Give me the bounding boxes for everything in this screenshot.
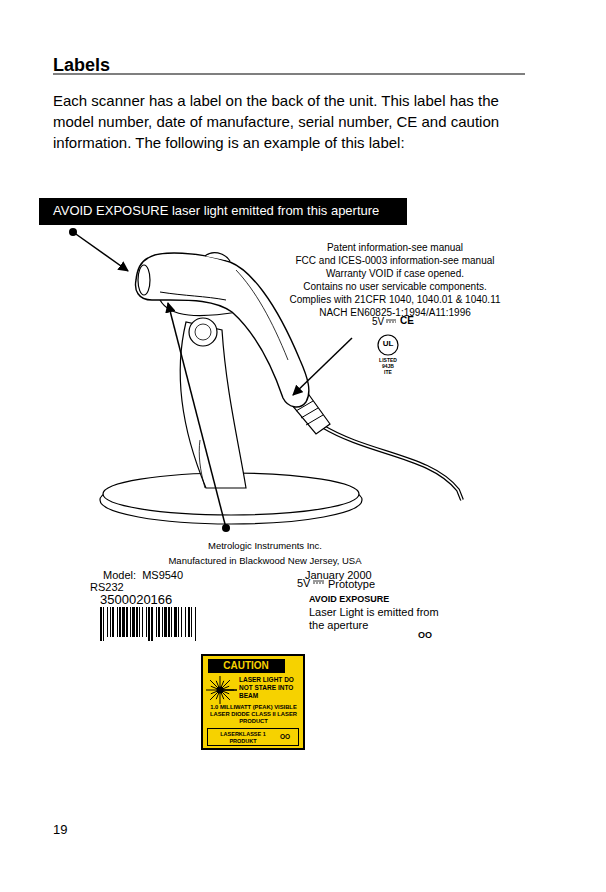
ul-mark xyxy=(378,335,398,355)
label-text: Warranty VOID if case opened. xyxy=(270,268,520,280)
scanner-button xyxy=(205,253,230,261)
barcode-bar xyxy=(168,607,170,637)
label-text: NACH EN60825-1:1994/A11:1996 xyxy=(270,307,520,319)
leader-line xyxy=(73,232,128,271)
handle-seam xyxy=(236,270,288,360)
label-text: ITE xyxy=(372,369,404,375)
body-paragraph: Each scanner has a label on the back of … xyxy=(53,90,533,153)
barcode-bar xyxy=(188,607,190,637)
stand-hub-inner xyxy=(195,324,211,340)
node-text: OO xyxy=(280,733,290,741)
barcode-bar xyxy=(158,607,160,637)
barcode-bar xyxy=(110,607,111,637)
dc-symbol xyxy=(313,583,324,584)
barcode-bar xyxy=(107,607,108,637)
barcode-bar xyxy=(164,607,167,637)
label-text: Contains no user servicable components. xyxy=(270,281,520,293)
barcode-bar xyxy=(132,607,135,637)
barcode-bar xyxy=(148,607,150,641)
label-text: OO xyxy=(418,630,432,641)
barcode-bar xyxy=(185,607,186,637)
aperture-rim xyxy=(160,292,226,300)
barcode-bar xyxy=(181,607,182,637)
label-text: Prototype xyxy=(328,578,375,591)
stand-neck-edge xyxy=(199,440,205,488)
caution-label: LASER LIGHT DO NOT STARE INTO BEAM 1.0 MI… xyxy=(201,654,305,750)
node-text: CAUTION xyxy=(208,660,284,672)
label-text: Complies with 21CFR 1040, 1040.01 & 1040… xyxy=(270,294,520,306)
barcode-bar xyxy=(162,607,163,637)
laserklasse-box: LASERKLASSE 1 PRODUKT OO xyxy=(207,728,299,746)
barcode-bar xyxy=(130,607,131,637)
label-text: LISTED xyxy=(372,357,404,363)
barcode-bar xyxy=(126,607,128,637)
caution-header: CAUTION xyxy=(208,659,285,673)
scanner-window xyxy=(138,265,150,295)
barcode-bar xyxy=(119,607,121,637)
cable-inner xyxy=(322,426,462,500)
barcode-bar xyxy=(136,607,138,637)
barcode-bar xyxy=(122,607,125,637)
cable xyxy=(322,426,462,500)
label-text: Manufactured in Blackwood New Jersey, US… xyxy=(130,555,400,566)
warning-band: AVOID EXPOSURE laser light emitted from … xyxy=(39,198,407,225)
node-text: 1.0 MILLIWATT (PEAK) VISIBLE LASER DIODE… xyxy=(206,704,301,725)
node-text: LASER LIGHT DO NOT STARE INTO BEAM xyxy=(239,676,301,699)
heading-rule xyxy=(53,73,525,74)
label-text: Laser Light is emitted from the aperture xyxy=(309,606,439,632)
barcode-bar xyxy=(195,607,196,641)
label-text: AVOID EXPOSURE xyxy=(309,594,389,605)
barcode-bar xyxy=(191,607,192,637)
leader-line xyxy=(168,303,226,528)
label-text: Metrologic Instruments Inc. xyxy=(130,540,400,551)
label-text: 94JB xyxy=(372,363,404,369)
node-text: LASERKLASSE 1 PRODUKT xyxy=(214,731,272,744)
page-heading: Labels xyxy=(53,55,110,77)
barcode-bar xyxy=(100,607,102,641)
label-text: Model: MS9540 xyxy=(103,569,183,582)
barcode-bar xyxy=(156,607,157,637)
scanner-body xyxy=(136,253,309,407)
dc-symbol xyxy=(386,320,396,321)
label-text: 5V xyxy=(297,577,310,590)
laser-beam xyxy=(220,689,237,691)
barcode-bar xyxy=(112,607,114,637)
label-text: 19 xyxy=(53,822,67,838)
barcode-bar xyxy=(174,607,177,637)
strain-relief-ring xyxy=(306,415,323,425)
stand-hub xyxy=(189,318,217,346)
barcode-bar xyxy=(171,607,172,637)
label-text: 5V xyxy=(372,316,384,328)
barcode-bar xyxy=(117,607,118,637)
barcode-bar xyxy=(178,607,179,637)
strain-relief-ring xyxy=(301,408,318,418)
barcode-bar xyxy=(103,607,104,641)
label-text: FCC and ICES-0003 information-see manual xyxy=(270,255,520,267)
leader-line xyxy=(293,338,352,395)
barcode xyxy=(100,607,196,641)
label-text: UL xyxy=(378,339,398,349)
barcode-bar xyxy=(139,607,140,637)
stand-neck xyxy=(180,322,246,488)
label-text: Patent information-see manual xyxy=(270,242,520,254)
barcode-bar xyxy=(151,607,153,641)
label-text: CE xyxy=(400,315,414,327)
barcode-bar xyxy=(146,607,147,637)
label-text: 3500020166 xyxy=(100,592,172,608)
node-text: AVOID EXPOSURE laser light emitted from … xyxy=(53,203,379,219)
barcode-bar xyxy=(142,607,143,637)
dc-symbol xyxy=(386,322,396,323)
laser-symbol xyxy=(205,675,241,705)
